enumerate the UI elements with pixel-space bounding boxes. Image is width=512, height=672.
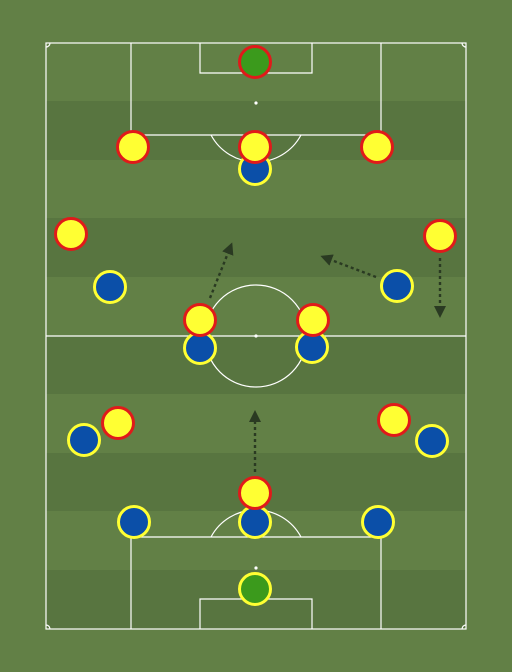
players-layer xyxy=(54,45,457,606)
corner-arc-top-left xyxy=(45,42,51,48)
red-team-goalkeeper-marker[interactable] xyxy=(238,45,272,79)
red-team-player-marker[interactable] xyxy=(101,406,135,440)
blue-team-player-marker[interactable] xyxy=(380,269,414,303)
blue-team-player-marker[interactable] xyxy=(117,505,151,539)
red-team-player-marker[interactable] xyxy=(377,403,411,437)
red-team-player-marker[interactable] xyxy=(238,130,272,164)
red-team-player-marker[interactable] xyxy=(238,476,272,510)
pitch-stripe xyxy=(46,218,466,277)
blue-team-player-marker[interactable] xyxy=(238,505,272,539)
movement-arrows xyxy=(208,242,446,472)
center-spot xyxy=(254,334,258,338)
corner-arc-bottom-right xyxy=(461,624,467,630)
red-team-player-marker[interactable] xyxy=(360,130,394,164)
red-team-player-marker[interactable] xyxy=(54,217,88,251)
blue-team-player-marker[interactable] xyxy=(415,424,449,458)
blue-team-goalkeeper-marker[interactable] xyxy=(238,572,272,606)
movement-arrow xyxy=(208,242,234,299)
red-team-player-marker[interactable] xyxy=(116,130,150,164)
red-team-player-marker[interactable] xyxy=(296,303,330,337)
bottom-penalty-spot xyxy=(254,566,258,570)
blue-team-player-marker[interactable] xyxy=(183,331,217,365)
blue-team-player-marker[interactable] xyxy=(361,505,395,539)
top-penalty-spot xyxy=(254,101,258,105)
blue-team-player-marker[interactable] xyxy=(67,423,101,457)
blue-team-player-marker[interactable] xyxy=(93,270,127,304)
movement-arrow xyxy=(320,254,377,279)
red-team-player-marker[interactable] xyxy=(423,219,457,253)
corner-arc-bottom-left xyxy=(45,624,51,630)
red-team-player-marker[interactable] xyxy=(183,303,217,337)
corner-arc-top-right xyxy=(461,42,467,48)
pitch-stripe xyxy=(46,336,466,394)
